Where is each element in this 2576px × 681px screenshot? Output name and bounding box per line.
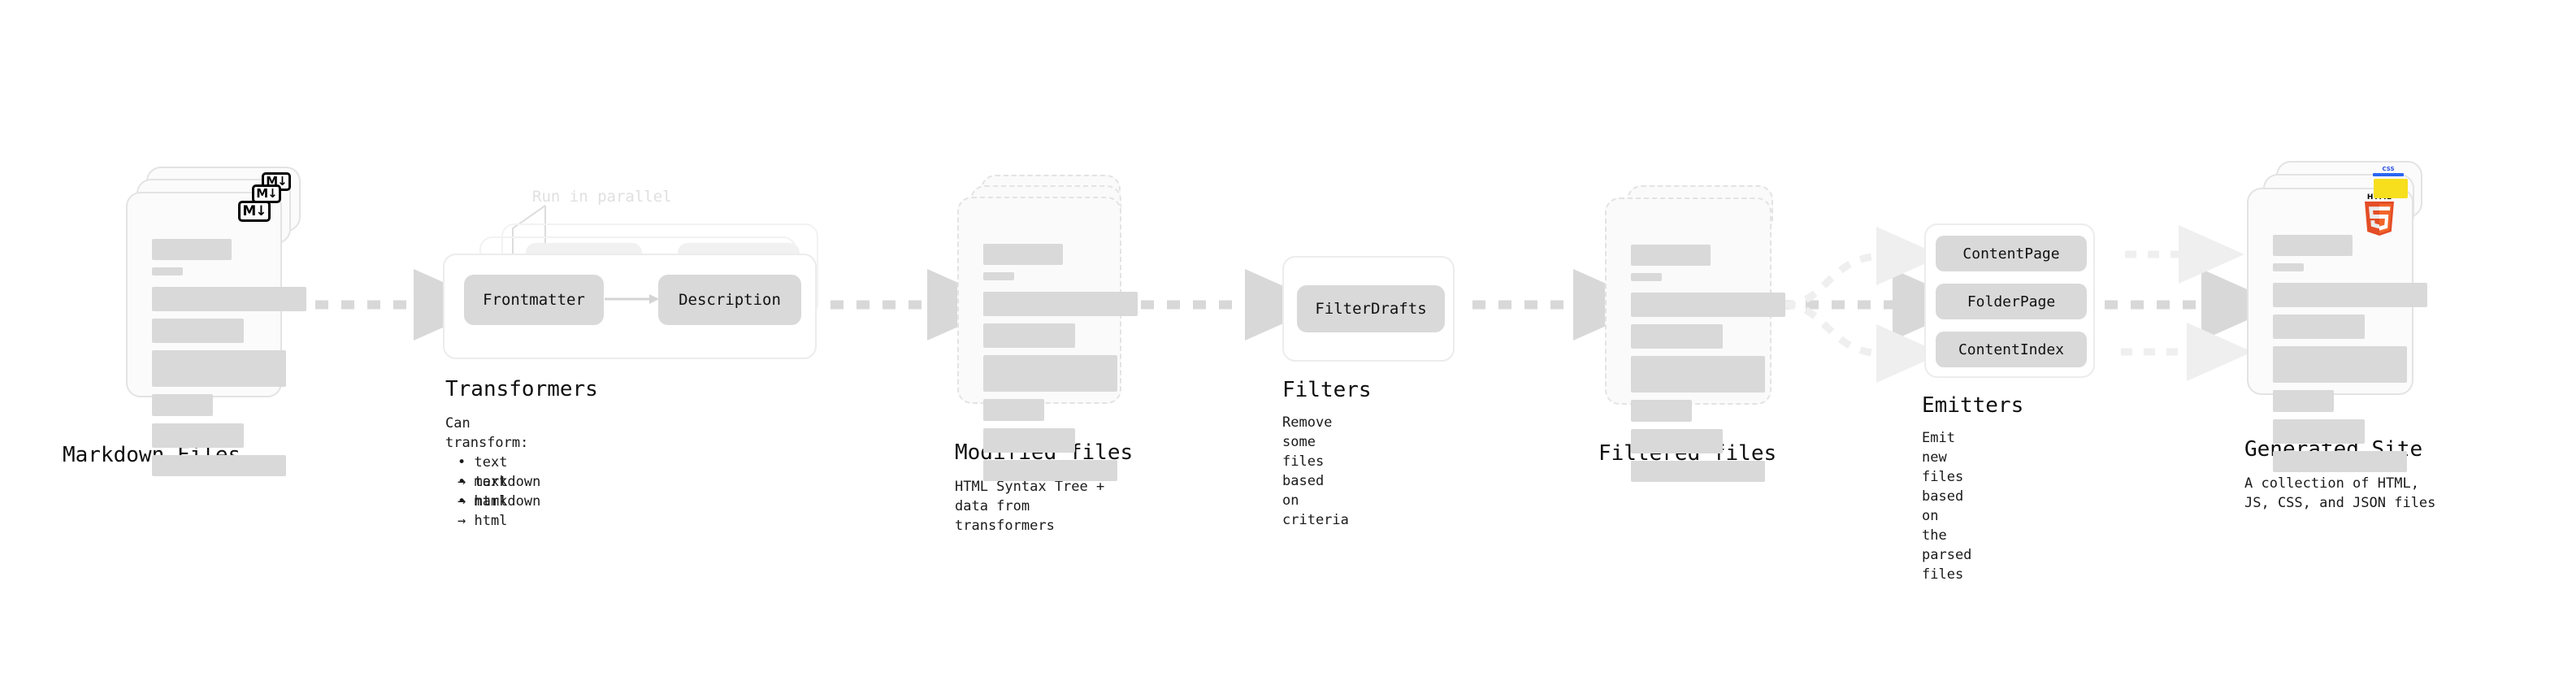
emitter-node-contentindex[interactable]: ContentIndex [1936,332,2087,367]
markdown-badge-glyph: M↓ [238,201,271,222]
document-skeleton-bar [1631,461,1765,482]
css3-badge-glyph: CSS [2373,166,2404,179]
stage-subtitle-filters: Remove some files based on criteria [1282,414,1349,528]
stage-markdown-files: M↓ M↓ M↓ Markdown Files [63,167,306,476]
document-skeleton-bar [2273,346,2407,383]
document-skeleton-bar [983,323,1075,348]
stage-subtitle-modified-files: HTML Syntax Tree + data from transformer… [955,479,1105,534]
filter-node-filterdrafts[interactable]: FilterDrafts [1297,285,1445,332]
modified-file-stack [957,175,1138,481]
document-skeleton-bar [1631,356,1765,393]
filters-group-box: FilterDrafts [1282,256,1455,362]
document-skeleton-bar [2273,390,2334,412]
document-skeleton-bar [152,319,244,343]
transformers-bullet-3: • html → html [458,472,507,531]
document-skeleton-bar [1631,273,1662,281]
markdown-icon-mid: M↓ [252,184,281,203]
transformer-arrow-front [605,294,659,304]
document-skeleton-bar [152,455,286,476]
document-skeleton-bar [983,399,1044,421]
markdown-icon: M↓ [238,201,271,222]
document-skeleton-bar [2273,263,2304,271]
css3-badge-label: CSS [2382,166,2395,172]
filtered-file-stack [1605,185,1785,482]
transformers-bullet-1: • text → text [458,433,507,492]
document-skeleton-bar [983,355,1117,392]
css3-badge-bar [2373,173,2404,176]
document-skeleton-bar [983,460,1117,481]
stage-title-filters: Filters [1282,378,1372,402]
document-skeleton-bar [1631,245,1711,266]
stage-generated-site: CSS HTML [2244,161,2442,511]
markdown-file-stack: M↓ M↓ M↓ [126,167,306,476]
arrow-filtered-to-emitters [1780,227,1973,383]
stage-title-emitters: Emitters [1922,393,2024,418]
transformers-bullet-2-text: markdown → markdown [458,474,541,510]
bullet-dot-3: • [458,493,475,510]
bullet-dot-2: • [458,474,475,490]
generated-site-card-front: HTML [2247,188,2427,472]
transformer-layer-front: Frontmatter Description [443,254,817,359]
document-skeleton-bar [2273,451,2407,472]
document-skeleton-bar [2273,283,2427,307]
document-skeleton-bar [152,350,286,387]
document-skeleton-bar [152,394,213,416]
document-skeleton-bars [2273,235,2427,479]
stage-subtitle-generated-site: A collection of HTML, JS, CSS, and JSON … [2244,475,2436,511]
html5-icon: HTML [2362,193,2396,236]
document-skeleton-bars [1631,245,1785,489]
emitters-group-box: ContentPage FolderPage ContentIndex [1924,223,2095,378]
document-skeleton-bar [1631,400,1692,422]
js-badge-glyph [2374,179,2408,198]
stage-filtered-files: Filtered files [1598,185,1785,482]
document-skeleton-bar [152,267,183,275]
stage-title-transformers: Transformers [445,377,598,401]
document-skeleton-bar [1631,293,1785,317]
document-skeleton-bar [2273,419,2365,444]
document-skeleton-bar [1631,429,1723,453]
markdown-file-card-front: M↓ [126,192,306,476]
transformer-node-frontmatter[interactable]: Frontmatter [464,275,604,325]
document-skeleton-bar [983,272,1014,280]
markdown-badge-glyph-mid: M↓ [252,184,281,203]
document-skeleton-bar [983,428,1075,453]
document-skeleton-bar [152,287,306,311]
stage-subtitle-transformers: Can transform: [445,415,529,451]
css3-icon: CSS [2373,166,2404,179]
stage-subtitle-emitters: Emit new files based on the parsed files [1922,430,1972,583]
transformers-bullet-1-text: text → text [458,454,508,490]
stage-modified-files: Modified files HTML Syntax Tree + data f… [955,175,1138,534]
run-in-parallel-label: Run in parallel [532,188,672,206]
transformers-bullet-3-text: html → html [458,493,508,529]
filtered-file-card-front [1605,197,1785,482]
document-skeleton-bar [2273,235,2353,256]
document-skeleton-bar [1631,324,1723,349]
bullet-dot-1: • [458,454,475,471]
transformer-node-description[interactable]: Description [658,275,801,325]
generated-site-stack: CSS HTML [2247,161,2442,472]
transformers-bullet-2: • markdown → markdown [458,453,540,511]
emitter-node-contentpage[interactable]: ContentPage [1936,236,2087,271]
modified-file-card-front [957,197,1138,481]
document-skeleton-bar [152,239,232,260]
js-icon [2374,179,2408,198]
document-skeleton-bars [983,244,1138,488]
emitter-node-folderpage[interactable]: FolderPage [1936,284,2087,319]
document-skeleton-bar [152,423,244,448]
document-skeleton-bar [983,244,1063,265]
arrow-emitters-to-generated-site [2105,225,2282,381]
html5-badge-glyph: HTML [2362,193,2396,236]
document-skeleton-bar [2273,314,2365,339]
document-skeleton-bars [152,239,306,484]
document-skeleton-bar [983,292,1138,316]
